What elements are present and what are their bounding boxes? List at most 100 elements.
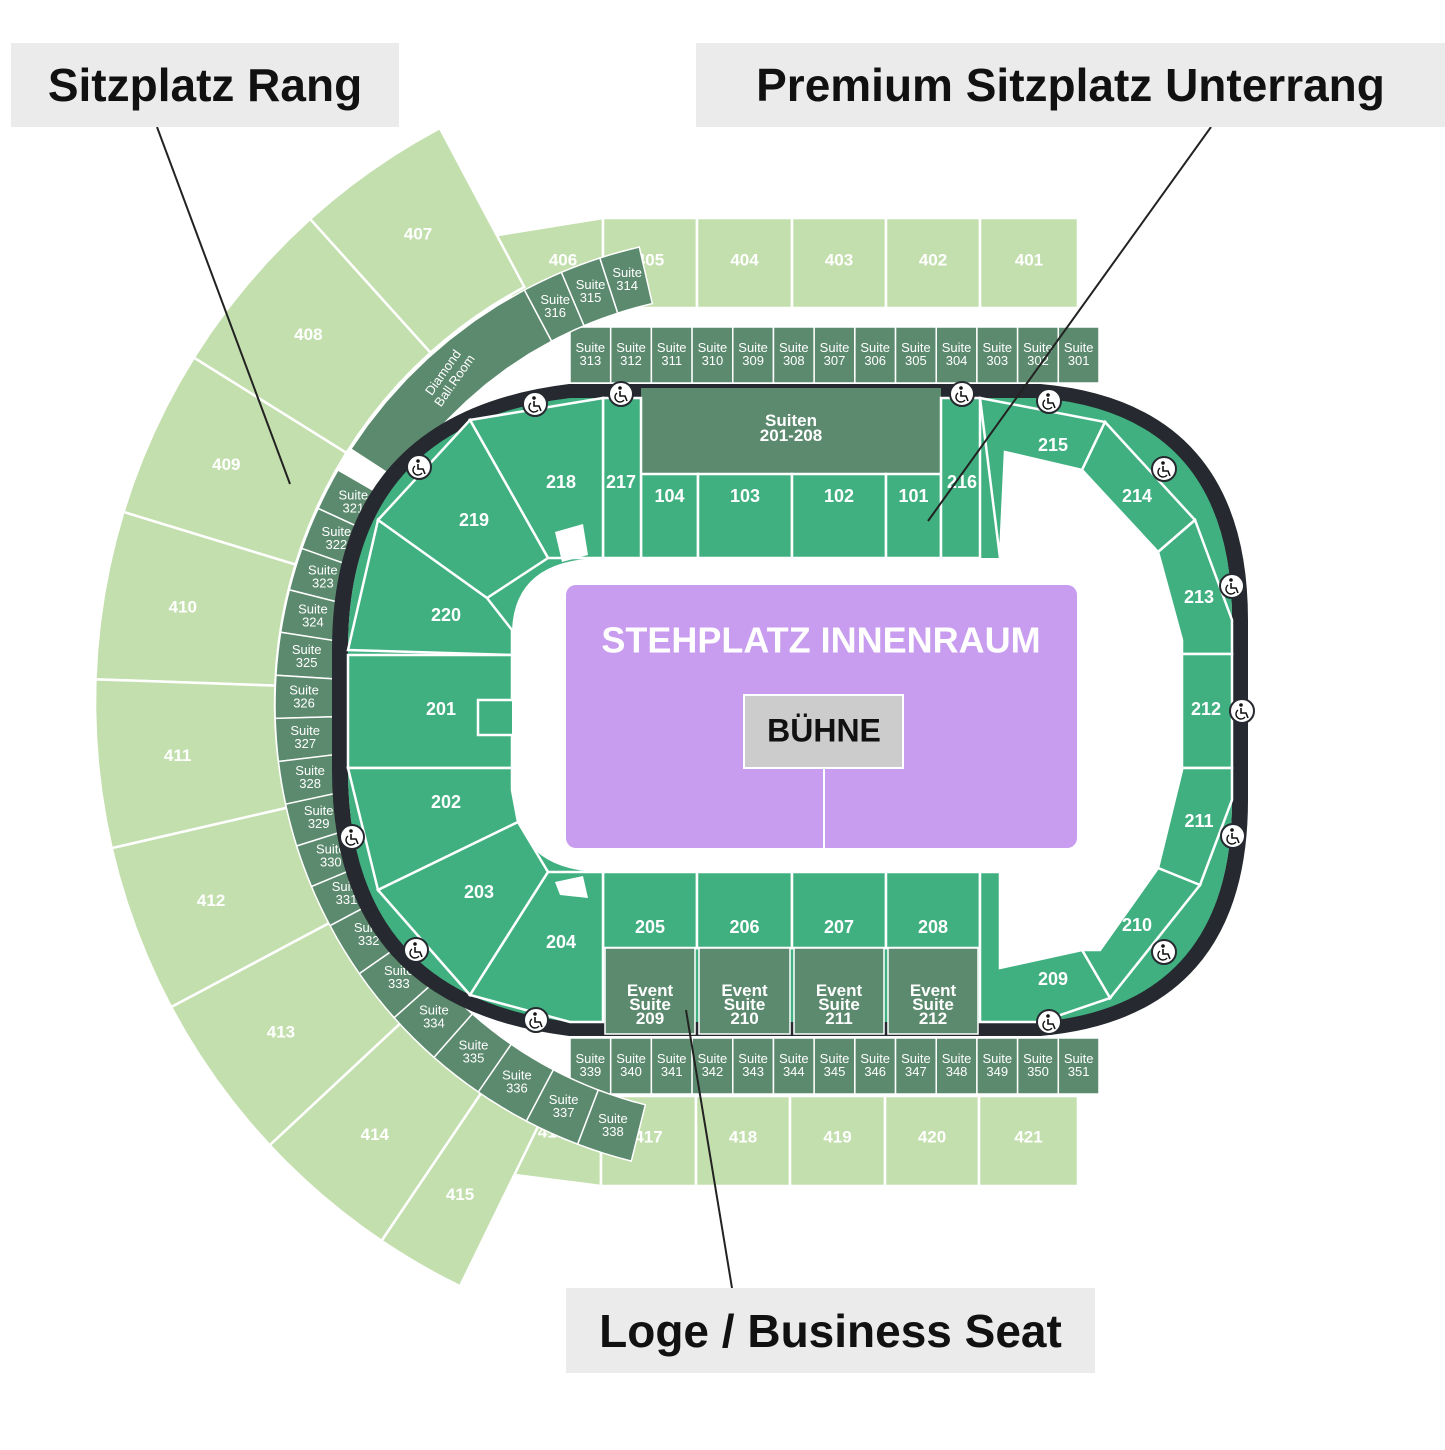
section-419-label: 419 xyxy=(823,1127,851,1146)
section-206[interactable] xyxy=(695,870,794,950)
section-102[interactable] xyxy=(790,472,888,560)
suite-305[interactable] xyxy=(894,326,937,384)
suite-349[interactable] xyxy=(976,1037,1019,1095)
suite-344[interactable] xyxy=(772,1037,815,1095)
suite-313[interactable] xyxy=(569,326,612,384)
suite-308[interactable] xyxy=(772,326,815,384)
section-414-label: 414 xyxy=(361,1125,390,1144)
suite-312[interactable] xyxy=(609,326,653,384)
section-101-label: 101 xyxy=(898,486,928,506)
callout-line-loge xyxy=(685,1009,733,1289)
section-104-label: 104 xyxy=(654,486,684,506)
suite-307[interactable] xyxy=(813,326,856,384)
section-401[interactable] xyxy=(978,216,1080,310)
wheelchair-icon xyxy=(949,381,975,407)
section-420-label: 420 xyxy=(918,1127,946,1146)
wheelchair-icon xyxy=(406,454,432,480)
section-217-label: 217 xyxy=(606,472,636,492)
section-413-label: 413 xyxy=(267,1022,295,1041)
section-204[interactable] xyxy=(468,870,605,1024)
aisle-tab-bottom xyxy=(555,876,588,898)
section-415-label: 415 xyxy=(446,1185,474,1204)
accessible-seating xyxy=(339,381,1255,1035)
event-suite-210[interactable] xyxy=(698,947,791,1035)
wheelchair-icon xyxy=(1036,388,1062,414)
suite-341[interactable] xyxy=(650,1037,693,1095)
section-403[interactable] xyxy=(790,216,888,310)
section-209[interactable] xyxy=(978,870,1112,1024)
section-401-label: 401 xyxy=(1015,250,1043,269)
suite-351[interactable] xyxy=(1057,1037,1100,1095)
suite-306[interactable] xyxy=(854,326,897,384)
wheelchair-icon xyxy=(339,824,365,850)
suite-343[interactable] xyxy=(732,1037,775,1095)
suite-309[interactable] xyxy=(732,326,775,384)
section-103-label: 103 xyxy=(730,486,760,506)
stehplatz-innenraum-label: STEHPLATZ INNENRAUM xyxy=(601,620,1040,661)
section-213-label: 213 xyxy=(1184,587,1214,607)
section-211-label: 211 xyxy=(1184,811,1213,831)
section-402[interactable] xyxy=(884,216,982,310)
event-suite-209[interactable] xyxy=(604,947,696,1035)
suite-348[interactable] xyxy=(935,1037,978,1095)
buehne-label: BÜHNE xyxy=(767,712,881,748)
section-214-label: 214 xyxy=(1122,486,1152,506)
wheelchair-icon xyxy=(1229,698,1255,724)
section-202[interactable] xyxy=(346,766,520,892)
section-216-label: 216 xyxy=(947,472,977,492)
section-421[interactable] xyxy=(977,1094,1080,1188)
section-408-label: 408 xyxy=(294,325,322,344)
section-421-label: 421 xyxy=(1014,1127,1042,1146)
callout-sitzplatz-rang: Sitzplatz Rang xyxy=(11,43,399,127)
section-215[interactable] xyxy=(978,396,1107,559)
wheelchair-icon xyxy=(1151,939,1177,965)
section-419[interactable] xyxy=(788,1094,887,1188)
suite-350[interactable] xyxy=(1016,1037,1060,1095)
section-102-label: 102 xyxy=(824,486,854,506)
section-209-label: 209 xyxy=(1038,969,1068,989)
suite-302[interactable] xyxy=(1016,326,1060,384)
event-suite-211[interactable] xyxy=(793,947,885,1035)
concourse-ring xyxy=(332,384,1248,1036)
callout-line-rang xyxy=(156,126,291,485)
section-417-label: 417 xyxy=(634,1127,662,1146)
suite-311[interactable] xyxy=(650,326,693,384)
callout-premium-unterrang: Premium Sitzplatz Unterrang xyxy=(696,43,1445,127)
buehne xyxy=(743,694,904,769)
section-403-label: 403 xyxy=(825,250,853,269)
section-218-label: 218 xyxy=(546,472,576,492)
event-suite-212[interactable] xyxy=(887,947,979,1035)
suite-338[interactable] xyxy=(576,1089,647,1162)
section-202-label: 202 xyxy=(431,792,461,812)
suite-301[interactable] xyxy=(1057,326,1100,384)
section-205[interactable] xyxy=(601,870,699,950)
section-104[interactable] xyxy=(639,472,700,560)
callout-lines xyxy=(156,126,1212,1289)
wheelchair-icon xyxy=(608,381,634,407)
section-220-label: 220 xyxy=(431,605,461,625)
suite-310[interactable] xyxy=(691,326,734,384)
wheelchair-icon xyxy=(1220,823,1246,849)
